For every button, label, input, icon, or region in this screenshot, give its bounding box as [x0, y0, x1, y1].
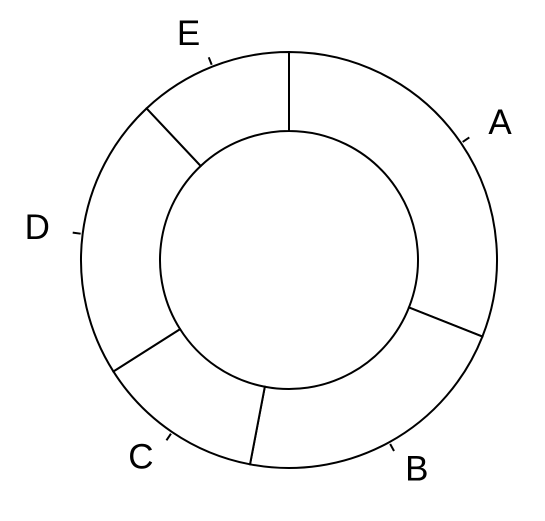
label-tick-e — [207, 56, 213, 66]
slice-label-c: C — [128, 438, 153, 477]
chart-slices — [80, 50, 498, 469]
slice-label-b: B — [405, 449, 428, 488]
pie-slice-d — [80, 106, 203, 373]
pie-slice-b — [248, 306, 484, 469]
label-tick-c — [165, 433, 172, 441]
label-tick-d — [72, 231, 81, 235]
slice-label-e: E — [177, 14, 200, 53]
slice-label-a: A — [488, 103, 512, 142]
slice-label-d: D — [25, 208, 50, 247]
label-tick-a — [462, 136, 470, 143]
chart-label-ticks — [72, 56, 470, 452]
chart-slice-labels: A B C D E — [25, 14, 513, 488]
pie-slice-e — [145, 50, 290, 168]
pie-slice-a — [288, 50, 498, 338]
label-tick-b — [389, 443, 395, 452]
